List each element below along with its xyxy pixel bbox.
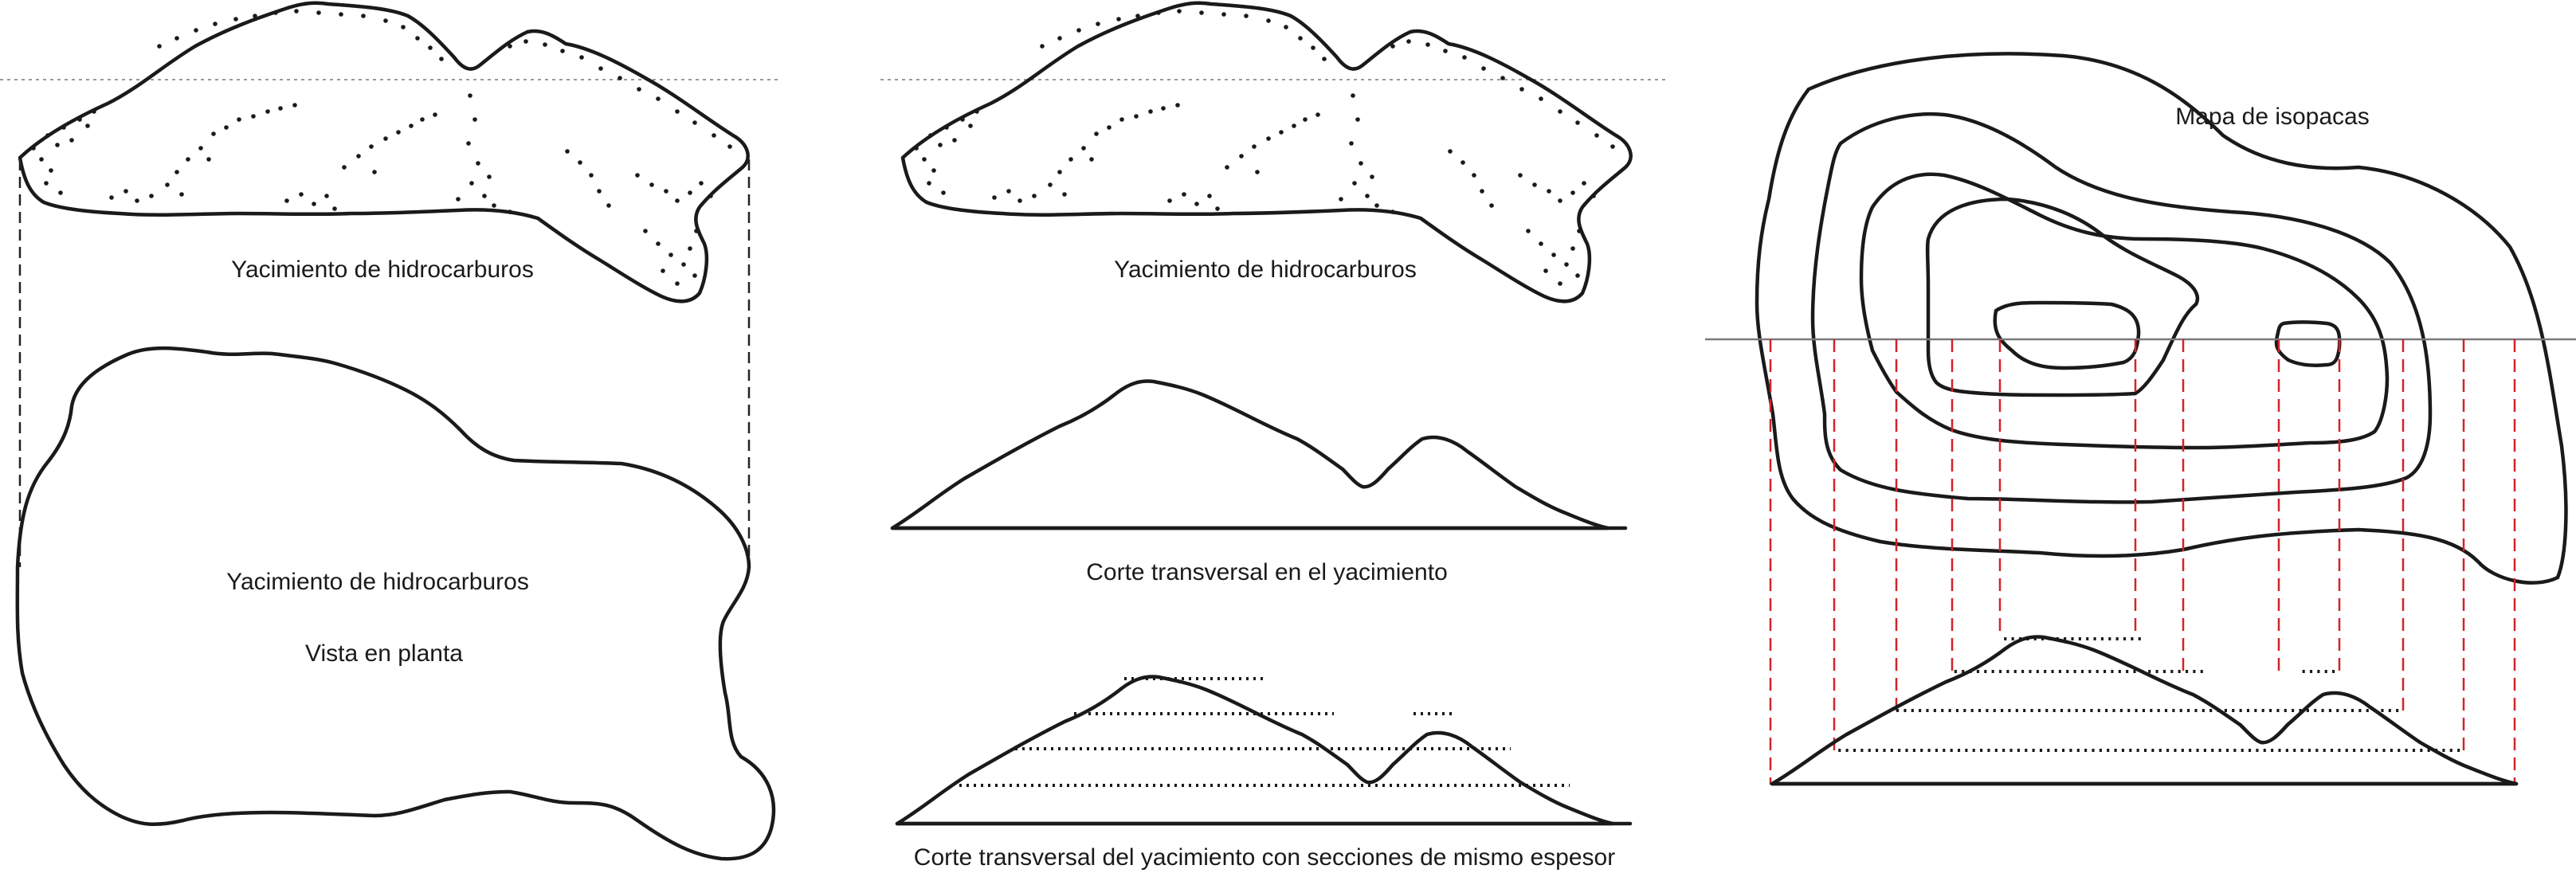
reservoir-label-left: Yacimiento de hidrocarburos bbox=[231, 256, 534, 283]
reservoir-outcrop-left bbox=[20, 3, 748, 302]
middle-panel: Yacimiento de hidrocarburos Corte transv… bbox=[880, 3, 1665, 871]
isopach-contour-1 bbox=[1755, 52, 2568, 585]
section-label: Corte transversal en el yacimiento bbox=[1086, 559, 1448, 585]
plan-view-outline bbox=[15, 346, 776, 861]
plan-sublabel: Vista en planta bbox=[305, 640, 463, 667]
isopach-map-label: Mapa de isopacas bbox=[2175, 104, 2370, 130]
plan-label: Yacimiento de hidrocarburos bbox=[226, 569, 529, 595]
sections-label: Corte transversal del yacimiento con sec… bbox=[914, 844, 1615, 871]
isopach-contour-5 bbox=[1993, 300, 2141, 370]
isopach-cross-section bbox=[1770, 637, 2519, 784]
isopach-contours bbox=[1755, 52, 2568, 585]
isopach-contour-4 bbox=[1925, 197, 2200, 397]
isopach-projection-lines bbox=[1769, 339, 2516, 785]
cross-section bbox=[890, 382, 1628, 530]
isopach-contour-2 bbox=[1810, 112, 2433, 504]
cross-section-with-layers bbox=[895, 677, 1633, 826]
isopach-contour-6 bbox=[2274, 320, 2342, 367]
right-panel: Mapa de isopacas bbox=[1705, 52, 2576, 785]
isopach-contour-3 bbox=[1859, 172, 2390, 450]
left-panel: Yacimiento de hidrocarburos Yacimiento d… bbox=[0, 3, 781, 861]
reservoir-label-middle: Yacimiento de hidrocarburos bbox=[1114, 256, 1417, 283]
reservoir-outcrop-middle bbox=[903, 3, 1631, 302]
